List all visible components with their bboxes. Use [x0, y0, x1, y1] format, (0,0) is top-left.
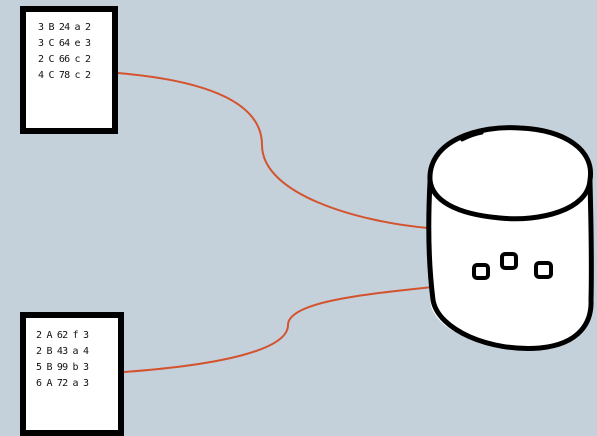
connector-top-to-database	[117, 72, 429, 229]
record-line: 2 A 62 f 3	[36, 330, 89, 341]
connector-bottom-to-database	[123, 286, 433, 373]
record-line: 3 B 24 a 2	[38, 22, 91, 33]
database-cylinder-icon	[426, 125, 594, 351]
record-line: 6 A 72 a 3	[36, 378, 89, 389]
record-line: 2 B 43 a 4	[36, 346, 89, 357]
record-line: 3 C 64 e 3	[38, 38, 91, 49]
record-line: 4 C 78 c 2	[38, 70, 91, 81]
record-line: 2 C 66 c 2	[38, 54, 91, 65]
record-card-bottom: 2 A 62 f 3 2 B 43 a 4 5 B 99 b 3 6 A 72 …	[20, 312, 124, 436]
record-card-top: 3 B 24 a 2 3 C 64 e 3 2 C 66 c 2 4 C 78 …	[20, 6, 118, 134]
record-line: 5 B 99 b 3	[36, 362, 89, 373]
